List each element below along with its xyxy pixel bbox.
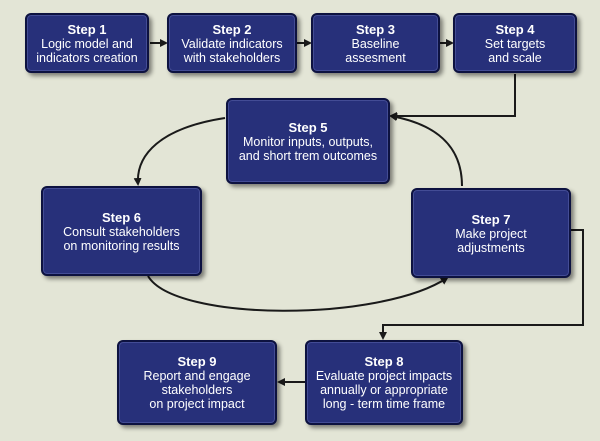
- arrow-step4-to-step5: [389, 74, 516, 120]
- step-2-text: Validate indicators with stakeholders: [181, 36, 283, 65]
- arrow-step6-to-step7: [147, 275, 449, 312]
- step-3-title: Step 3: [355, 21, 395, 37]
- step-8-text: Evaluate project impacts annually or app…: [315, 369, 453, 411]
- step-4-box: Step 4 Set targets and scale: [453, 13, 577, 73]
- step-2-title: Step 2: [212, 21, 252, 37]
- step-9-box: Step 9 Report and engage stakeholders on…: [117, 340, 277, 425]
- step-5-box: Step 5 Monitor inputs, outputs, and shor…: [226, 98, 390, 184]
- step-7-title: Step 7: [471, 211, 511, 227]
- step-8-title: Step 8: [364, 354, 404, 369]
- step-2-box: Step 2 Validate indicators with stakehol…: [167, 13, 297, 73]
- step-7-text: Make project adjustments: [455, 226, 527, 255]
- step-8-box: Step 8 Evaluate project impacts annually…: [305, 340, 463, 425]
- step-4-title: Step 4: [495, 21, 535, 37]
- step-5-title: Step 5: [288, 119, 328, 135]
- step-9-text: Report and engage stakeholders on projec…: [143, 369, 251, 411]
- step-1-text: Logic model and indicators creation: [36, 36, 138, 65]
- arrow-step7-to-step8: [379, 229, 584, 340]
- arrow-step5-to-step6: [133, 117, 226, 186]
- step-3-text: Baseline assesment: [345, 36, 406, 65]
- step-6-text: Consult stakeholders on monitoring resul…: [63, 224, 180, 253]
- step-1-title: Step 1: [67, 21, 107, 37]
- step-1-box: Step 1 Logic model and indicators creati…: [25, 13, 149, 73]
- arrow-step7-to-step5: [389, 113, 463, 187]
- step-6-title: Step 6: [101, 209, 141, 225]
- step-4-text: Set targets and scale: [484, 36, 546, 65]
- step-6-box: Step 6 Consult stakeholders on monitorin…: [41, 186, 202, 276]
- step-3-box: Step 3 Baseline assesment: [311, 13, 440, 73]
- step-9-title: Step 9: [177, 354, 217, 369]
- step-5-text: Monitor inputs, outputs, and short trem …: [238, 134, 378, 163]
- step-7-box: Step 7 Make project adjustments: [411, 188, 571, 278]
